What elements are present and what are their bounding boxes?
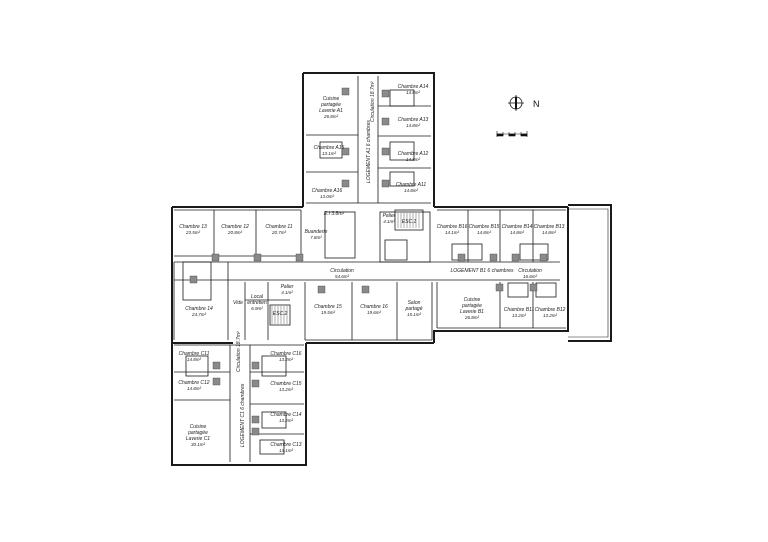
outer-walls bbox=[171, 72, 612, 466]
room-label-cuisine-b1: Cuisine partagée Laverie B1 26.8m² bbox=[460, 297, 484, 320]
room-label-cuisine-a1: Cuisine partagée Laverie A1 26.8m² bbox=[319, 96, 343, 119]
compass-icon bbox=[508, 95, 524, 111]
wing-c-partitions bbox=[174, 344, 304, 462]
logement-c1-label: LOGEMENT C1 6 chambres bbox=[240, 383, 246, 447]
room-label-vide: Vide bbox=[233, 300, 243, 306]
scale-bar-icon bbox=[496, 131, 528, 137]
room-label-salon: Salon partagé 15.1m² bbox=[405, 300, 423, 317]
stairs bbox=[271, 213, 420, 324]
room-label-circulation-a: Circulation 18.7m² bbox=[370, 81, 376, 122]
north-label: N bbox=[533, 99, 540, 109]
central-partitions bbox=[173, 209, 560, 341]
sanitary-units bbox=[189, 87, 548, 436]
room-label-cuisine-c1: Cuisine partagée Laverie C1 30.1m² bbox=[185, 424, 211, 447]
stair-label-esc2: ESC.2 bbox=[272, 311, 288, 317]
room-label-local-entretien: Local entretien 6.9m² bbox=[247, 294, 267, 311]
logement-a1-label: LOGEMENT A1 6 chambres bbox=[366, 120, 372, 183]
east-annex bbox=[568, 208, 609, 338]
logement-b1-label: LOGEMENT B1 6 chambres bbox=[450, 268, 514, 274]
room-label-ei: E.I 3.8m² bbox=[323, 211, 345, 217]
stair-label-esc1: ESC.1 bbox=[401, 219, 417, 225]
room-label-circulation-c: Circulation 18.7m² bbox=[236, 331, 242, 372]
